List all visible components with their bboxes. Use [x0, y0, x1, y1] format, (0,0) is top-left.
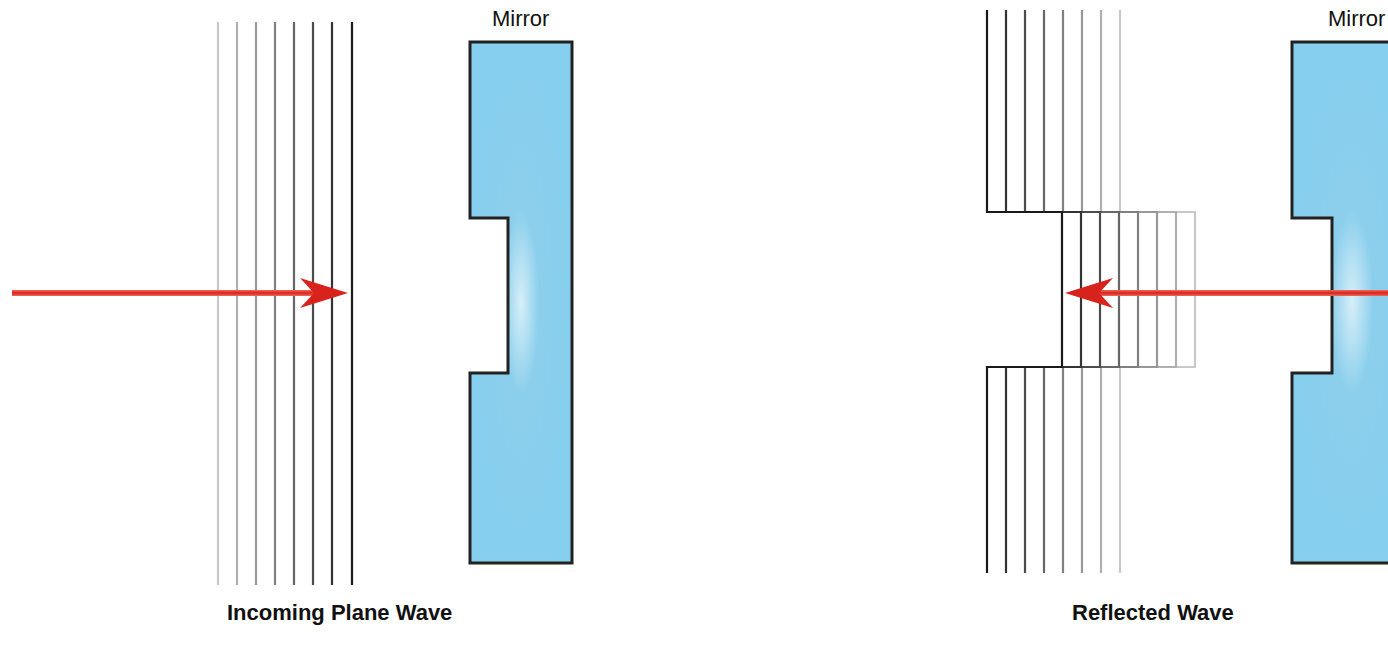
arrow-head [300, 278, 348, 308]
beam-arrow [1290, 290, 1388, 296]
wavefront-line [255, 22, 257, 585]
wavefront-line [351, 22, 353, 585]
mirror-label: Mirror [492, 6, 549, 32]
mirror-label: Mirror [1328, 6, 1385, 32]
wavefront-line [331, 22, 333, 585]
mirror: Mirror [1290, 0, 1388, 566]
panel-caption: Reflected Wave [1072, 600, 1234, 626]
mirror: Mirror [468, 0, 578, 566]
wavefront-line [293, 22, 295, 585]
mirror-outline [468, 0, 578, 566]
beam-arrow [12, 290, 330, 296]
wavefront-line [217, 22, 219, 585]
mirror-outline [1290, 0, 1388, 566]
panel-caption: Incoming Plane Wave [227, 600, 452, 626]
wavefront-line [274, 22, 276, 585]
wavefront-line [1006, 10, 1081, 573]
incoming-wavefronts [218, 22, 352, 585]
wavefront-line [987, 10, 1062, 573]
wavefront-line [236, 22, 238, 585]
arrow-head [1065, 278, 1113, 308]
